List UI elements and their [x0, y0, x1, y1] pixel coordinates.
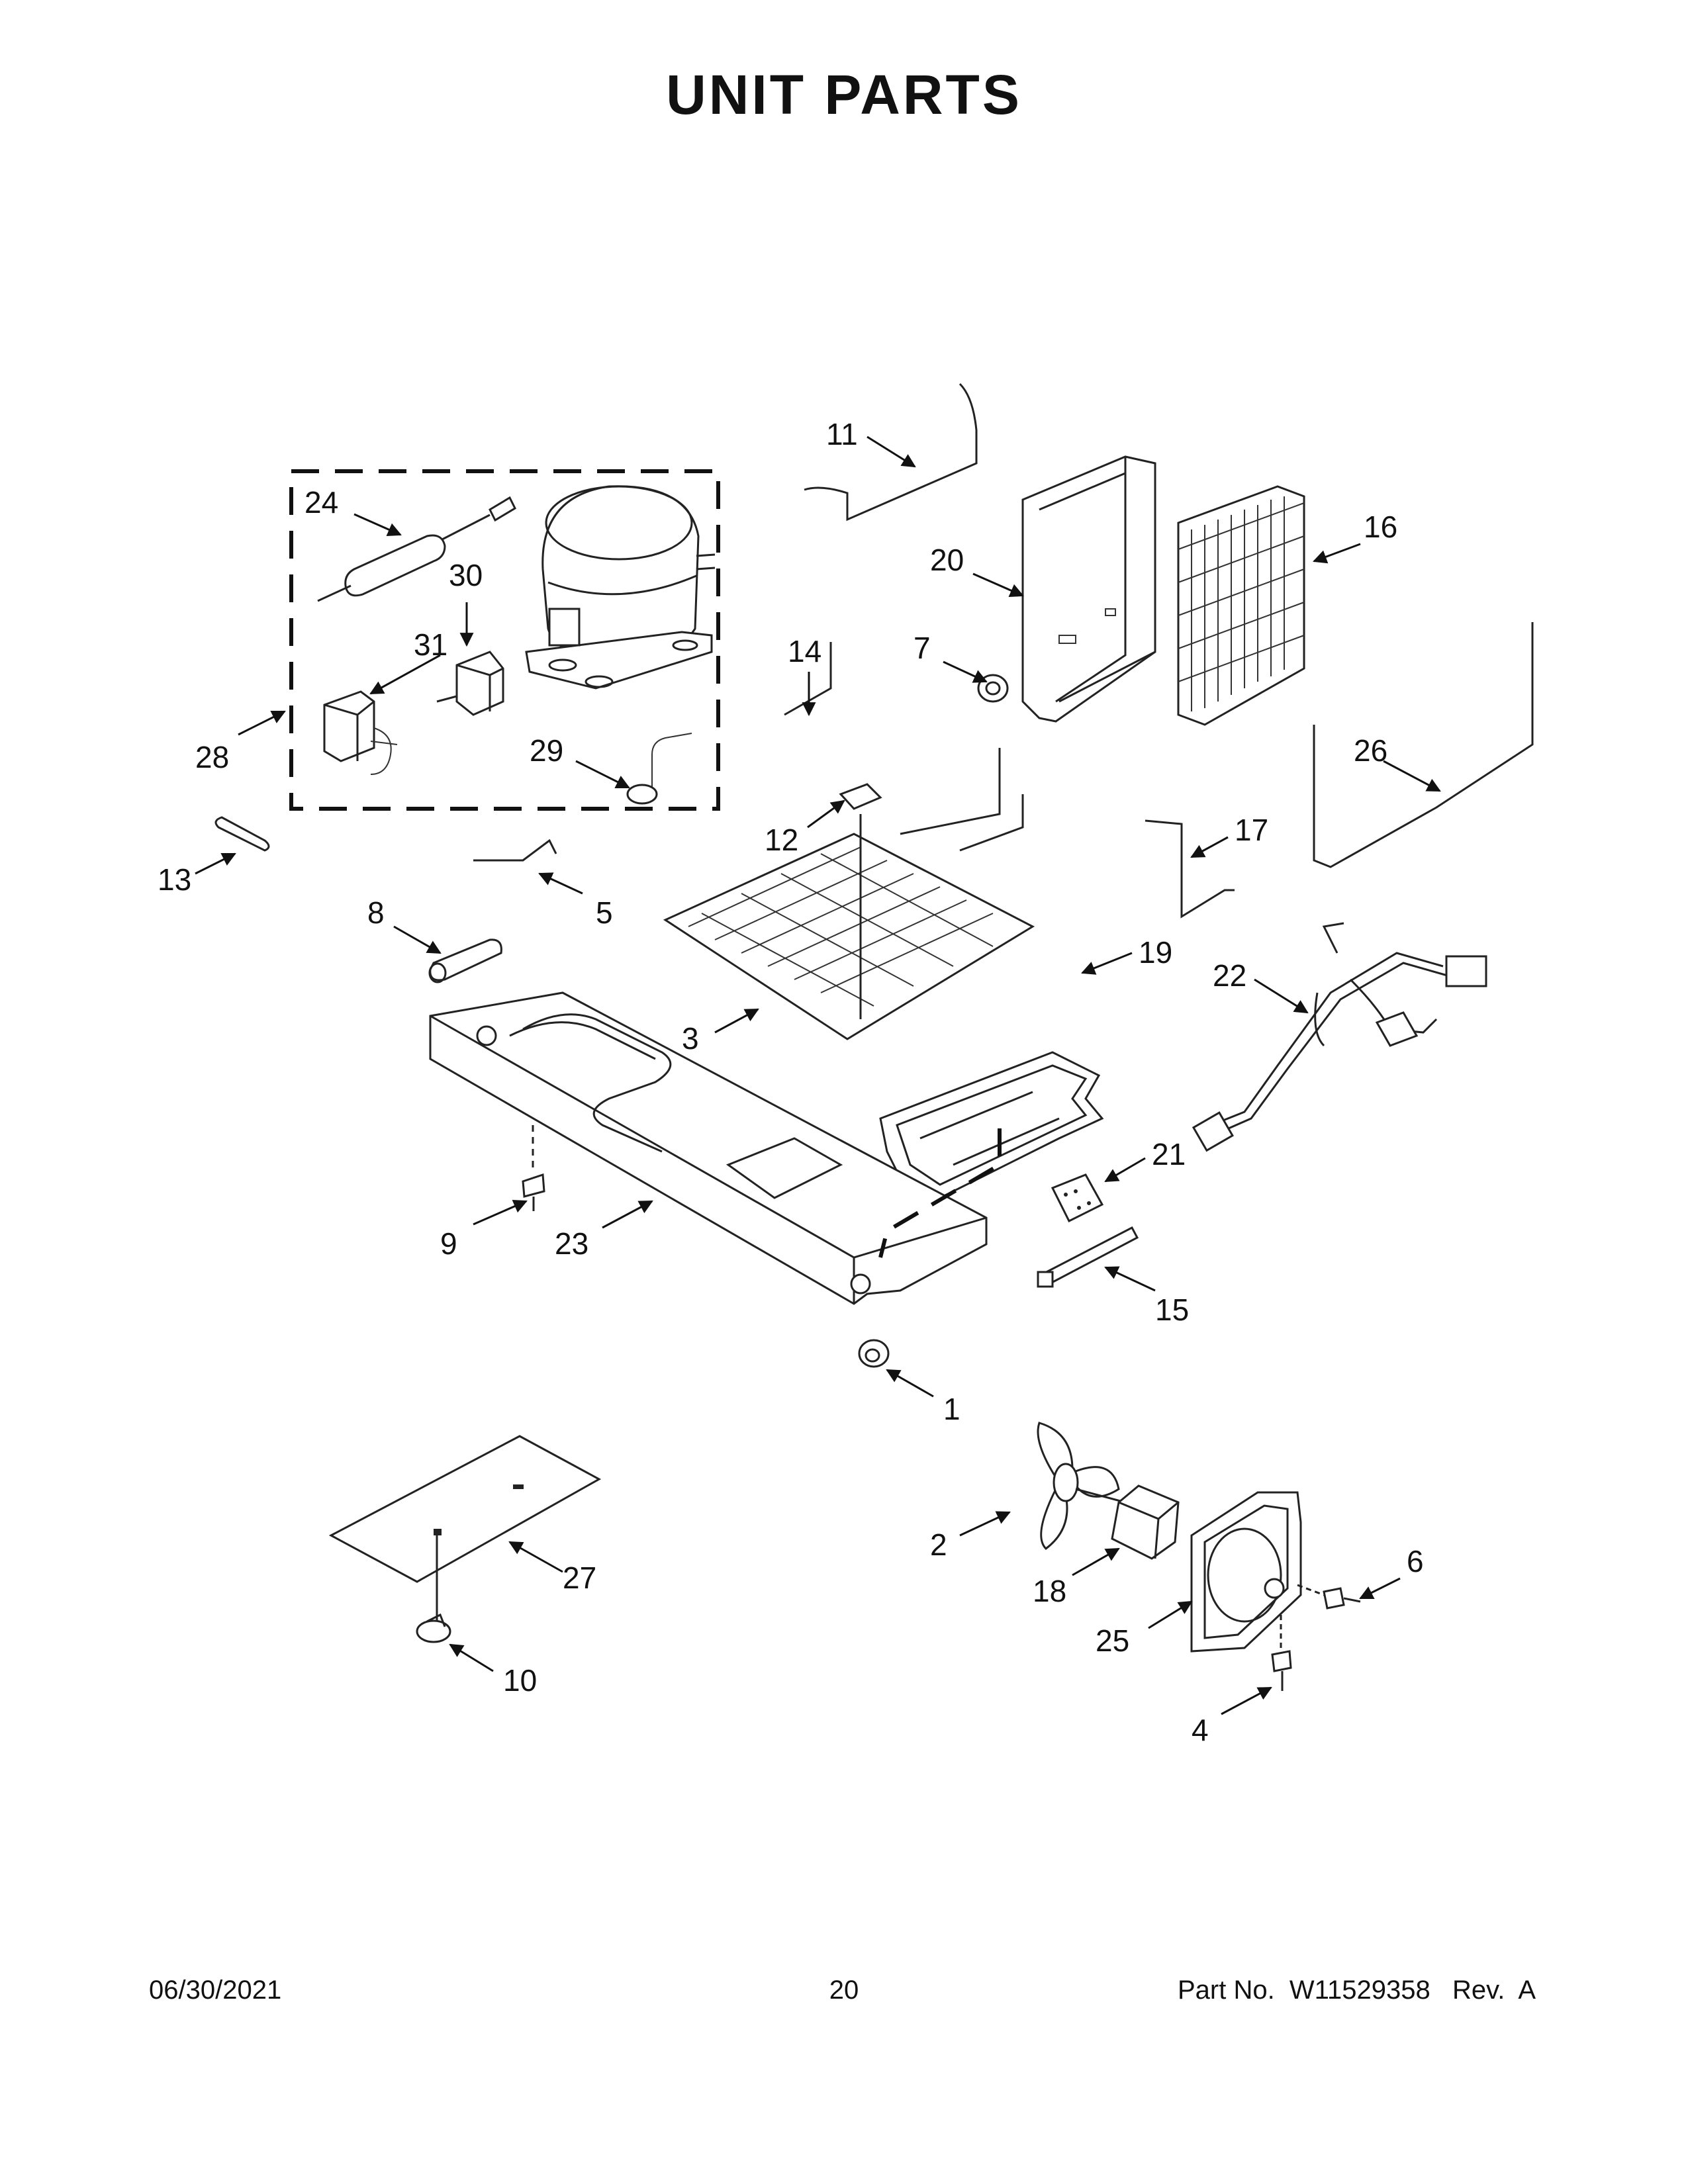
fan-shroud-part — [1190, 1491, 1302, 1653]
callout-12: 12 — [765, 823, 798, 857]
clip-10-part — [416, 1613, 451, 1643]
callout-23: 23 — [555, 1226, 588, 1261]
base-plate-part — [429, 991, 988, 1305]
callout-8: 8 — [367, 895, 385, 930]
callout-31: 31 — [414, 627, 447, 662]
wire-harness-part — [1192, 922, 1487, 1152]
callout-2: 2 — [930, 1527, 947, 1562]
plug-1-part — [858, 1339, 890, 1368]
callout-13: 13 — [158, 862, 191, 897]
callout-20: 20 — [930, 543, 964, 577]
callout-19: 19 — [1139, 935, 1172, 970]
callout-15: 15 — [1155, 1293, 1189, 1327]
callout-24: 24 — [305, 485, 338, 520]
sleeve-8-part — [428, 938, 502, 983]
callout-9: 9 — [440, 1226, 457, 1261]
wire-bracket-part — [626, 733, 692, 805]
callout-11: 11 — [826, 417, 858, 451]
callout-22: 22 — [1213, 958, 1246, 993]
wire-17-part — [1145, 819, 1235, 919]
fan-blade-part — [1037, 1422, 1126, 1550]
callout-21: 21 — [1152, 1137, 1186, 1171]
callout-27: 27 — [563, 1561, 596, 1595]
tie-strap-part — [1037, 1226, 1139, 1288]
base-dashed-line — [878, 1128, 1002, 1258]
callout-18: 18 — [1033, 1574, 1066, 1608]
footer-date: 06/30/2021 — [149, 1976, 282, 2005]
tube-11-part — [804, 383, 978, 522]
callout-26: 26 — [1354, 733, 1387, 768]
evaporator-cover-part — [1021, 455, 1156, 723]
screw-9-part — [522, 1125, 545, 1211]
screw-4-part — [1271, 1615, 1292, 1691]
callout-10: 10 — [503, 1663, 537, 1698]
callout-25: 25 — [1096, 1623, 1129, 1658]
callout-6: 6 — [1407, 1544, 1424, 1578]
callout-28: 28 — [195, 740, 229, 774]
wire-5-part — [473, 839, 557, 862]
evaporator-coil-part — [1177, 485, 1305, 726]
drain-pan-part — [879, 1051, 1104, 1199]
compressor-part — [525, 485, 716, 690]
tube-14-part — [784, 642, 832, 716]
panel-27-part — [328, 1435, 602, 1583]
footer-page-number: 20 — [829, 1976, 859, 2005]
callout-30: 30 — [449, 558, 483, 592]
control-board-part — [1051, 1173, 1104, 1223]
callout-7: 7 — [914, 631, 931, 665]
start-relay-part — [436, 651, 504, 716]
screw-6-part — [1297, 1584, 1361, 1610]
callout-4: 4 — [1192, 1713, 1209, 1747]
capacitor-part — [323, 690, 398, 775]
page-title: UNIT PARTS — [666, 64, 1022, 126]
leader-lines — [195, 435, 1441, 1715]
compressor-group-boundary — [289, 469, 720, 811]
callout-3: 3 — [682, 1021, 699, 1056]
callout-29: 29 — [530, 733, 563, 768]
fan-motor-part — [1111, 1484, 1180, 1560]
condenser-coil-part — [663, 748, 1035, 1040]
tube-26-part — [1313, 622, 1534, 868]
callout-17: 17 — [1235, 813, 1268, 847]
callout-14: 14 — [788, 634, 821, 668]
callout-16: 16 — [1364, 510, 1397, 544]
clip-13-part — [214, 816, 270, 852]
callout-5: 5 — [596, 895, 613, 930]
callout-1: 1 — [943, 1392, 961, 1426]
footer-part-number: Part No. W11529358 Rev. A — [1177, 1976, 1536, 2005]
filter-drier-part — [317, 496, 516, 602]
